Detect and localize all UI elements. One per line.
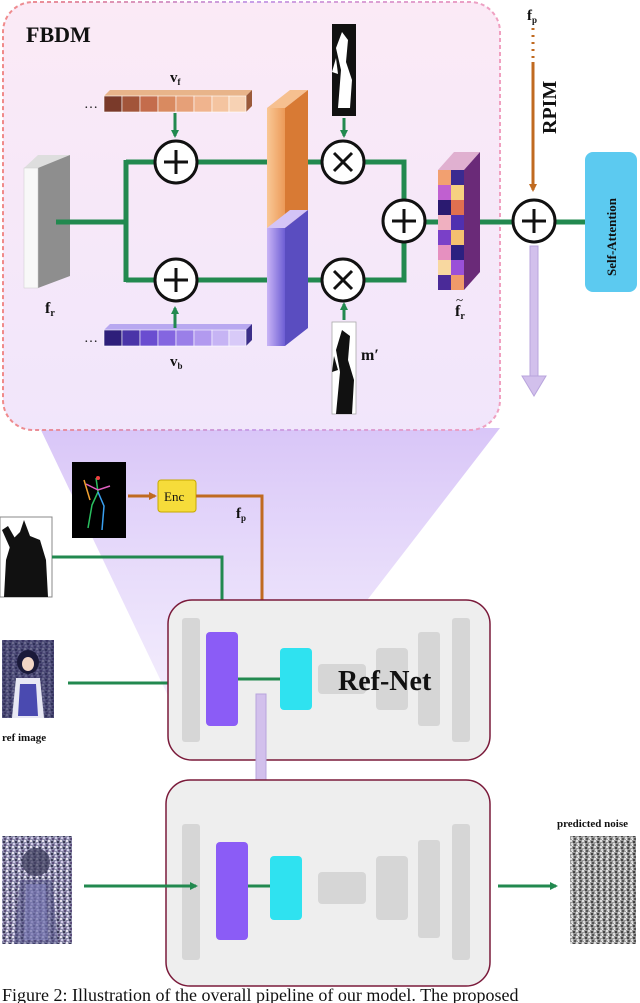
foreground-feature-slab xyxy=(267,90,308,228)
multiply-op-bottom xyxy=(320,257,366,303)
fr-tilde-label: fr xyxy=(455,303,465,322)
unet-cyan-block xyxy=(270,856,302,920)
ref-image xyxy=(2,640,54,718)
enc-label: Enc xyxy=(164,489,184,504)
fused-feature-cube xyxy=(438,152,480,290)
plus-op-top xyxy=(153,139,199,185)
multiply-op-top xyxy=(320,139,366,185)
fr-label: fr xyxy=(45,300,55,319)
vb-vector xyxy=(103,324,252,347)
predicted-noise-image xyxy=(570,836,636,944)
noisy-input-image xyxy=(2,836,72,944)
unet-bar-1 xyxy=(182,824,200,960)
predicted-noise-label: predicted noise xyxy=(557,818,628,830)
unet-bar-2 xyxy=(376,856,408,920)
pose-image xyxy=(72,462,126,538)
refnet-bar-2 xyxy=(376,648,408,710)
plus-op-rpim xyxy=(511,198,557,244)
plus-op-bottom xyxy=(153,257,199,303)
refnet-bar-3 xyxy=(418,632,440,726)
enc-fp-label: fp xyxy=(236,506,246,523)
m-prime-label: m′ xyxy=(361,347,379,364)
rpim-label: RPIM xyxy=(539,81,561,134)
rpim-fp-label: fp xyxy=(527,8,537,25)
figure-caption: Figure 2: Illustration of the overall pi… xyxy=(2,985,519,1003)
self-attention-block xyxy=(585,152,637,292)
fbdm-output-arrow xyxy=(521,245,547,397)
ref-image-label: ref image xyxy=(2,732,46,744)
fr-slab-side xyxy=(38,155,70,288)
fbdm-title: FBDM xyxy=(26,22,91,47)
plus-op-merge xyxy=(381,198,427,244)
refnet-cyan-block xyxy=(280,648,312,710)
self-attention-label: Self-Attention xyxy=(604,197,619,276)
vb-ellipsis: … xyxy=(84,331,98,346)
fr-tilde-mark: ~ xyxy=(456,292,463,307)
mask-image-bottom xyxy=(331,321,357,415)
refnet-mid-block xyxy=(318,664,366,694)
refnet-label: Ref-Net xyxy=(338,666,432,697)
refnet-bar-4 xyxy=(452,618,470,742)
mask-image-top xyxy=(332,24,356,116)
fr-slab-front xyxy=(23,167,39,289)
unet-mid-block xyxy=(318,872,366,904)
vb-label: vb xyxy=(170,354,183,371)
refnet-bar-1 xyxy=(182,618,200,742)
unet-bar-4 xyxy=(452,824,470,960)
mask-input-image xyxy=(0,516,53,598)
vf-label: vf xyxy=(170,70,182,87)
vf-vector xyxy=(103,90,252,113)
background-feature-slab xyxy=(267,210,308,346)
vf-ellipsis: … xyxy=(84,97,98,112)
unet-purple-block xyxy=(216,842,248,940)
refnet-purple-block xyxy=(206,632,238,726)
unet-bar-3 xyxy=(418,840,440,938)
